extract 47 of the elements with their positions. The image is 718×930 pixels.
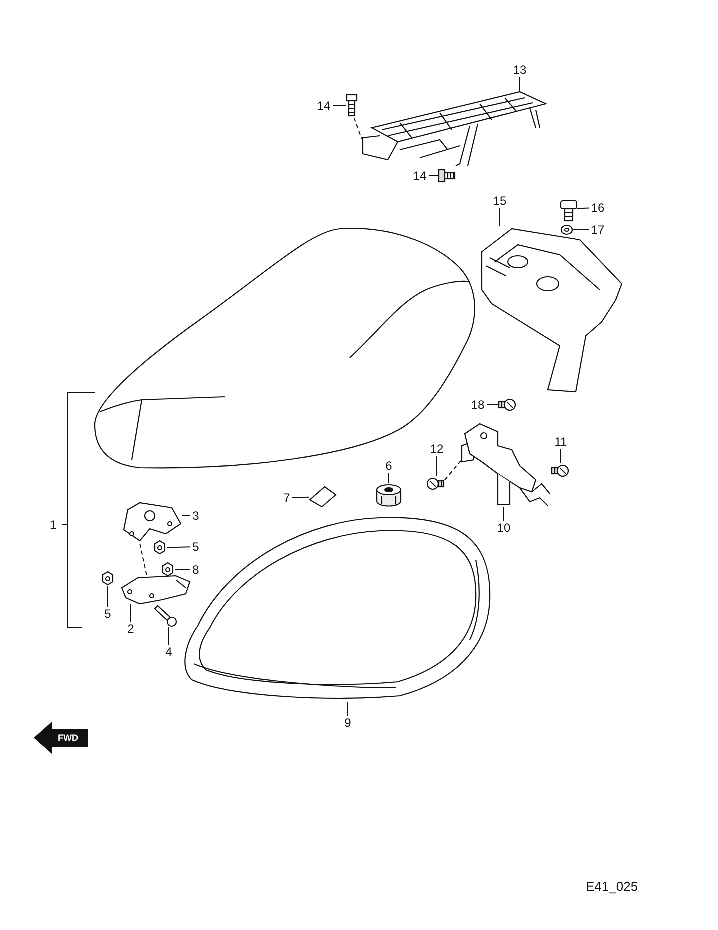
leader-line bbox=[576, 208, 590, 210]
callout-number: 16 bbox=[589, 201, 607, 215]
bolt-icon bbox=[346, 94, 358, 118]
assembly-line bbox=[444, 459, 462, 481]
leader-line bbox=[168, 626, 170, 646]
assembly-line bbox=[354, 118, 362, 140]
nut-icon bbox=[153, 541, 167, 555]
screw-icon bbox=[551, 463, 569, 479]
callout-number: 8 bbox=[190, 563, 202, 577]
callout-number: 11 bbox=[552, 435, 570, 449]
leader-line bbox=[130, 604, 132, 622]
callout-number: 4 bbox=[164, 645, 174, 659]
callout-number: 5 bbox=[102, 607, 114, 621]
leader-line bbox=[436, 456, 438, 476]
pad-icon bbox=[309, 486, 337, 508]
callout-number: 15 bbox=[491, 194, 509, 208]
callout-number: 2 bbox=[126, 622, 136, 636]
leader-line bbox=[292, 496, 310, 498]
direction-label: FWD bbox=[58, 733, 78, 743]
bolt-icon bbox=[438, 168, 456, 184]
washer-icon bbox=[561, 225, 573, 235]
callout-number: 18 bbox=[469, 398, 487, 412]
pin-drawing bbox=[153, 604, 178, 627]
part-number: 1 bbox=[50, 518, 57, 532]
rubber-cushion-icon bbox=[376, 483, 402, 507]
callout-number: 10 bbox=[495, 521, 513, 535]
bolt-icon bbox=[561, 200, 577, 222]
callout-number: 3 bbox=[190, 509, 202, 523]
leader-line bbox=[388, 472, 390, 484]
screw-icon bbox=[498, 398, 516, 412]
callout-number: 5 bbox=[190, 540, 202, 554]
leader-line bbox=[560, 448, 562, 464]
assembly-line bbox=[140, 544, 148, 576]
luggage-carrier-drawing bbox=[362, 91, 548, 168]
callout-number: 13 bbox=[511, 63, 529, 77]
nut-icon bbox=[101, 572, 115, 586]
callout-number: 14 bbox=[315, 99, 333, 113]
leader-line bbox=[486, 404, 498, 406]
figure-code: E41_025 bbox=[586, 880, 638, 894]
callout-number: 14 bbox=[411, 169, 429, 183]
callout-number: 17 bbox=[589, 223, 607, 237]
callout-number: 7 bbox=[282, 491, 292, 505]
leader-line bbox=[166, 546, 191, 548]
callout-number: 6 bbox=[384, 459, 394, 473]
callout-number: 12 bbox=[428, 442, 446, 456]
callout-number: 9 bbox=[342, 716, 354, 730]
screw-icon bbox=[427, 476, 445, 492]
